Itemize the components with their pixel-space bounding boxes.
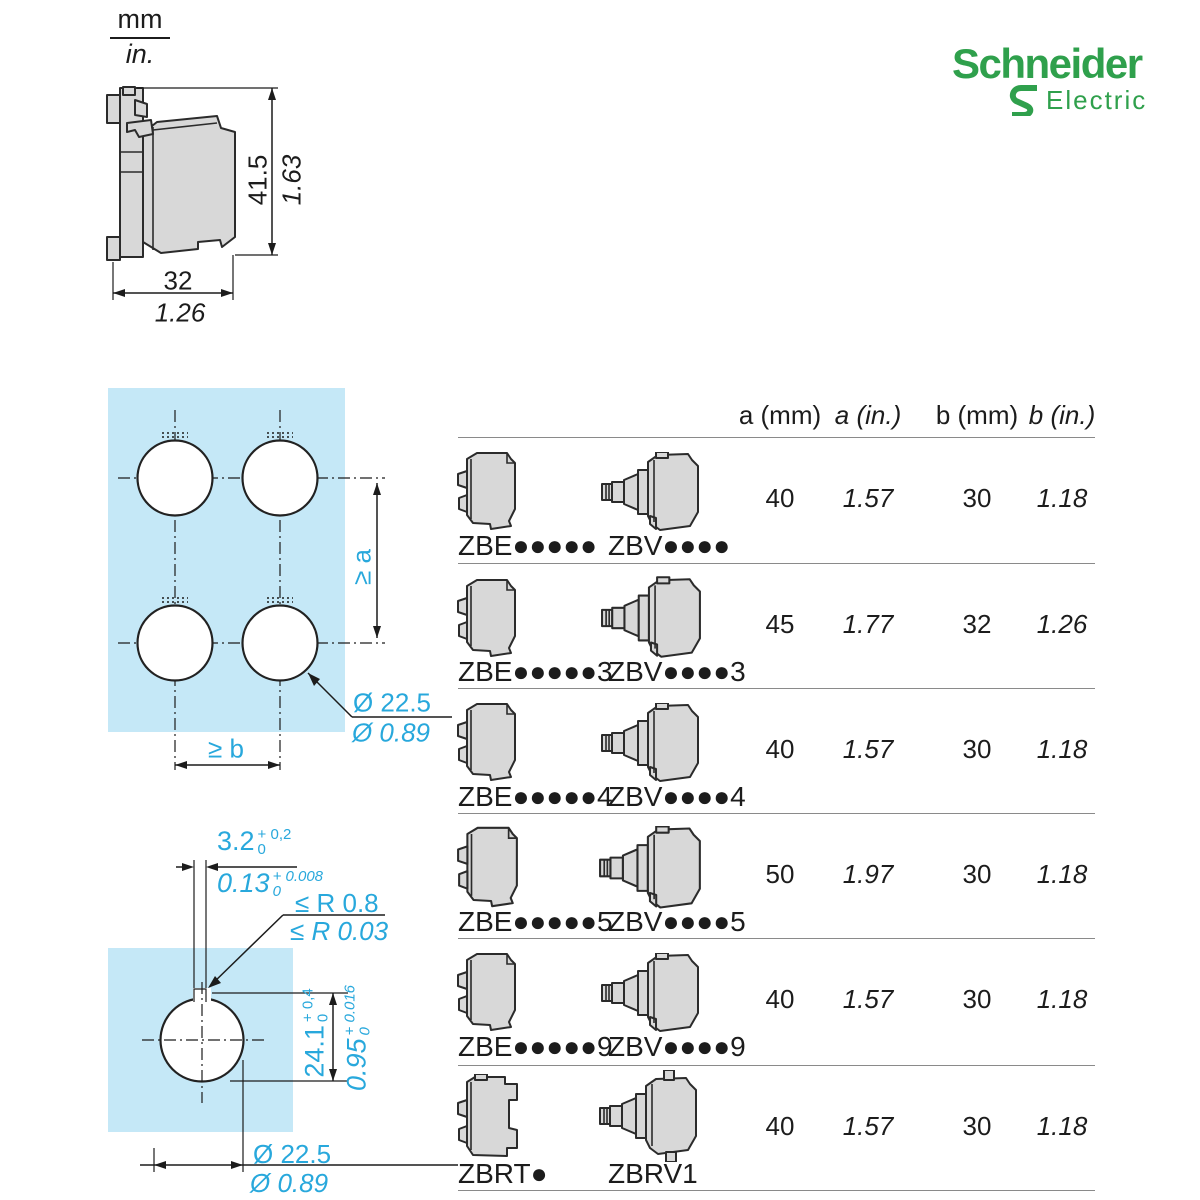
- brand-logo-subtext: Electric: [1046, 85, 1148, 115]
- zbe-block-icon: [455, 451, 519, 531]
- value-b-in: 1.18: [1036, 1111, 1088, 1141]
- col-header-b-mm: b (mm): [935, 400, 1019, 430]
- units-mm: mm: [109, 4, 171, 39]
- value-a-mm: 50: [765, 859, 795, 889]
- product-ref-right: ZBV●●●●4: [608, 781, 746, 812]
- product-ref-right: ZBV●●●●: [608, 530, 731, 561]
- zbv-block-icon: [600, 576, 704, 660]
- col-header-b-in: b (in.): [1028, 400, 1096, 430]
- value-b-in: 1.18: [1036, 734, 1088, 764]
- units-in: in.: [125, 39, 155, 69]
- multi-hole-drilling-template-drawing: [108, 388, 452, 770]
- zbv-block-icon: [600, 703, 702, 783]
- table-row: ZBE●●●●●3 ZBV●●●●3 45 1.77 32 1.26: [458, 563, 1095, 689]
- zbe-block-icon: [455, 702, 519, 782]
- product-ref-left: ZBE●●●●●4: [458, 781, 613, 812]
- multi-hole-dia-mm: Ø 22.5: [352, 687, 432, 718]
- product-ref-left: ZBE●●●●●: [458, 530, 598, 561]
- side-view-width-in: 1.26: [154, 297, 206, 328]
- zbe-block-icon: [455, 825, 521, 909]
- dim-spacing-b-label: ≥ b: [208, 733, 244, 764]
- col-header-a-mm: a (mm): [738, 400, 822, 430]
- value-b-mm: 30: [962, 984, 992, 1014]
- value-b-in: 1.18: [1036, 483, 1088, 513]
- table-row: ZBE●●●●●9 ZBV●●●●9 40 1.57 30 1.18: [458, 938, 1095, 1066]
- value-b-mm: 30: [962, 859, 992, 889]
- single-hole-dia-mm: Ø 22.5: [253, 1139, 332, 1169]
- value-a-in: 1.57: [842, 1111, 894, 1141]
- value-b-in: 1.18: [1036, 984, 1088, 1014]
- side-view-width-mm: 32: [163, 265, 193, 296]
- product-ref-left: ZBE●●●●●5: [458, 906, 613, 937]
- value-b-mm: 32: [962, 609, 992, 639]
- value-a-in: 1.57: [842, 734, 894, 764]
- value-b-in: 1.18: [1036, 859, 1088, 889]
- value-a-mm: 45: [765, 609, 795, 639]
- single-hole-dia-in: Ø 0.89: [250, 1168, 329, 1198]
- col-header-a-in: a (in.): [834, 400, 902, 430]
- value-b-mm: 30: [962, 734, 992, 764]
- value-a-in: 1.57: [842, 984, 894, 1014]
- value-a-mm: 40: [765, 984, 795, 1014]
- side-view-height-in: 1.63: [276, 154, 307, 206]
- zbe-block-icon: [455, 577, 519, 659]
- brand-logo-text: Schneider: [952, 40, 1143, 87]
- value-a-in: 1.57: [842, 483, 894, 513]
- side-view-height-mm: 41.5: [242, 154, 273, 206]
- value-a-mm: 40: [765, 483, 795, 513]
- product-ref-right: ZBV●●●●9: [608, 1031, 746, 1062]
- value-a-mm: 40: [765, 1111, 795, 1141]
- dim-radius-mm: ≤ R 0.8: [295, 888, 379, 918]
- table-row: ZBE●●●●●4 ZBV●●●●4 40 1.57 30 1.18: [458, 688, 1095, 814]
- product-ref-right: ZBRV1: [608, 1158, 698, 1189]
- table-bottom-rule: [458, 1190, 1095, 1191]
- value-a-mm: 40: [765, 734, 795, 764]
- value-b-mm: 30: [962, 1111, 992, 1141]
- zbe-block-icon: [455, 952, 519, 1032]
- multi-hole-dia-in: Ø 0.89: [351, 717, 431, 748]
- product-ref-right: ZBV●●●●3: [608, 656, 746, 687]
- zbv-block-icon: [600, 452, 702, 532]
- value-a-in: 1.97: [842, 859, 894, 889]
- table-row: ZBE●●●●●5 ZBV●●●●5 50 1.97 30 1.18: [458, 813, 1095, 939]
- zbrv-block-icon: [598, 1070, 702, 1162]
- schneider-logo-mark: [1009, 85, 1037, 116]
- value-b-in: 1.26: [1036, 609, 1088, 639]
- product-ref-left: ZBRT●: [458, 1158, 548, 1189]
- contact-block-side-view-drawing: [106, 86, 278, 300]
- value-b-mm: 30: [962, 483, 992, 513]
- product-ref-right: ZBV●●●●5: [608, 906, 746, 937]
- table-row: ZBRT● ZBRV1 40 1.57 30 1.18: [458, 1065, 1095, 1191]
- table-row: ZBE●●●●● ZBV●●●● 40 1.57 30 1.18: [458, 437, 1095, 564]
- zbv-block-icon: [598, 826, 704, 910]
- zbrt-block-icon: [455, 1074, 521, 1162]
- single-hole-drilling-template-drawing: [108, 860, 458, 1172]
- zbv-block-icon: [600, 953, 702, 1033]
- product-ref-left: ZBE●●●●●3: [458, 656, 613, 687]
- dim-spacing-a-label: ≥ a: [346, 549, 377, 585]
- dim-radius-in: ≤ R 0.03: [290, 916, 389, 946]
- units-label: mm in.: [100, 4, 180, 70]
- product-ref-left: ZBE●●●●●9: [458, 1031, 613, 1062]
- value-a-in: 1.77: [842, 609, 894, 639]
